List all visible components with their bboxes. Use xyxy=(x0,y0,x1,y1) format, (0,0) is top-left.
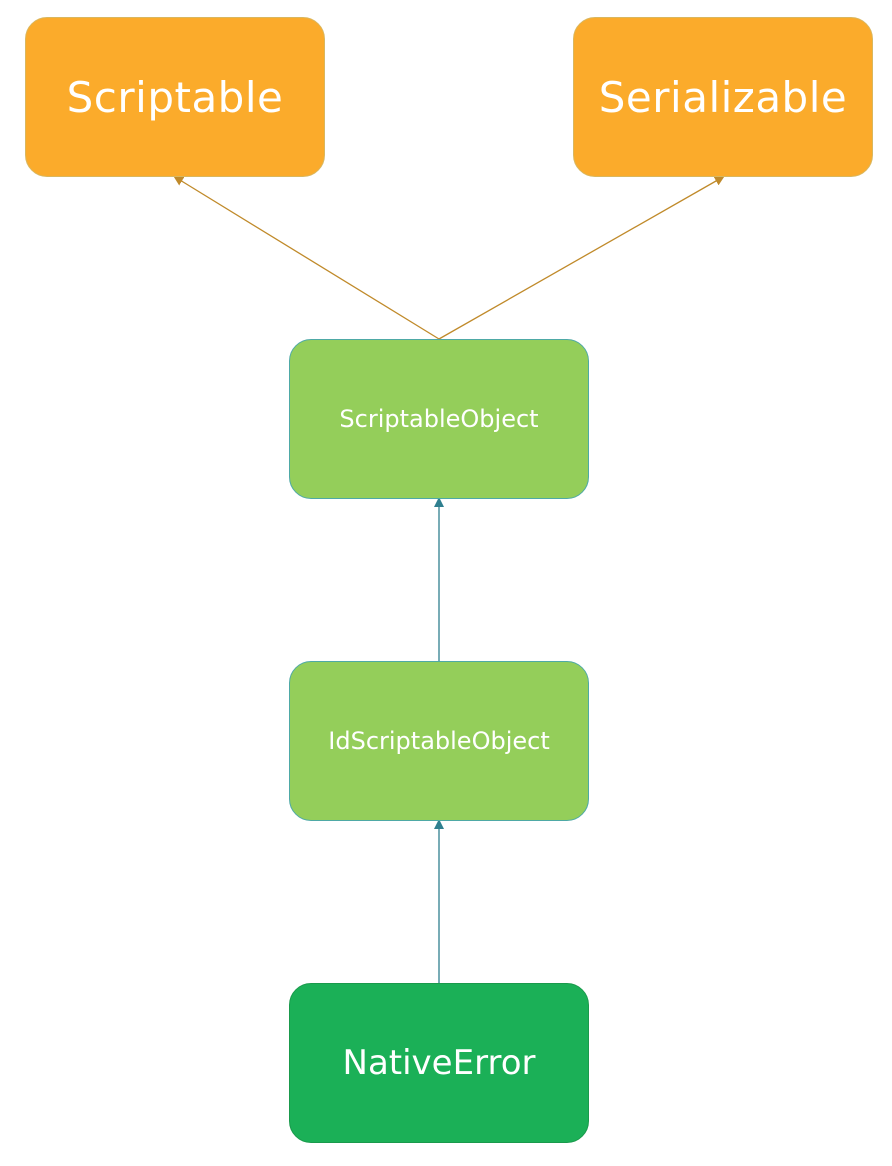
node-serializable: Serializable xyxy=(573,17,873,177)
edge-scriptableobject-to-scriptable xyxy=(173,175,440,340)
node-serializable-label: Serializable xyxy=(598,72,848,122)
node-scriptableobject-label: ScriptableObject xyxy=(339,405,539,433)
node-nativeerror: NativeError xyxy=(289,983,589,1143)
edge-scriptableobject-to-serializable xyxy=(438,176,725,340)
node-idscriptableobject: IdScriptableObject xyxy=(289,661,589,821)
node-scriptable-label: Scriptable xyxy=(66,72,284,122)
node-scriptable: Scriptable xyxy=(25,17,325,177)
node-scriptableobject: ScriptableObject xyxy=(289,339,589,499)
node-nativeerror-label: NativeError xyxy=(342,1043,536,1083)
node-idscriptableobject-label: IdScriptableObject xyxy=(328,727,550,755)
